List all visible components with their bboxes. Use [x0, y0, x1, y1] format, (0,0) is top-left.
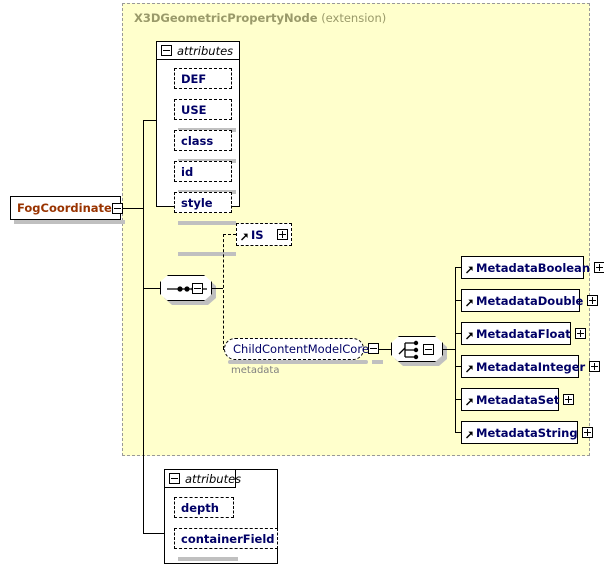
- element-label: IS: [251, 227, 264, 242]
- connector-trunk-to-inherited-attributes: [143, 120, 156, 121]
- choice-glyph-icon: [398, 340, 419, 360]
- attribute-label: style: [181, 195, 213, 210]
- connector-to-metadatafloat: [455, 333, 461, 334]
- minus-icon[interactable]: [161, 45, 172, 56]
- groupref-shadow: [228, 360, 368, 364]
- attribute-depth[interactable]: depth: [174, 497, 234, 518]
- attribute-label: depth: [181, 500, 219, 515]
- element-is[interactable]: IS: [236, 223, 294, 251]
- attribute-shadow: [178, 252, 236, 256]
- plus-icon[interactable]: [563, 394, 575, 405]
- choice-shape[interactable]: [391, 336, 443, 362]
- minus-icon[interactable]: [111, 202, 123, 214]
- expander-shadow: [372, 360, 383, 364]
- attribute-shadow: [178, 221, 236, 225]
- connector-to-metadataboolean: [455, 267, 461, 268]
- plus-icon[interactable]: [574, 328, 586, 339]
- inherited-attributes-box: attributes DEF USE class id style: [156, 41, 240, 256]
- connector-to-metadatainteger: [455, 366, 461, 367]
- element-label: MetadataSet: [476, 392, 560, 407]
- connector-trunk-to-sequence: [143, 288, 160, 289]
- element-metadatainteger[interactable]: MetadataInteger: [461, 355, 601, 383]
- inherited-attributes-header[interactable]: attributes: [156, 41, 240, 60]
- connector-to-metadataset: [455, 399, 461, 400]
- arrow-up-right-icon: [465, 360, 474, 374]
- extension-base-type: X3DGeometricPropertyNode: [134, 11, 318, 25]
- own-attributes-box: attributes depth containerField: [164, 469, 278, 564]
- arrow-up-right-icon: [465, 261, 474, 275]
- plus-icon[interactable]: [587, 295, 599, 306]
- attribute-label: containerField: [181, 531, 275, 546]
- connector-groupref-to-choice: [379, 349, 391, 350]
- connector-sequence-branch-vertical: [223, 234, 224, 349]
- expander-shadow: [176, 301, 187, 305]
- element-label: MetadataString: [476, 425, 578, 440]
- extension-region-title: X3DGeometricPropertyNode (extension): [134, 11, 386, 25]
- sequence-shape[interactable]: [160, 275, 212, 301]
- element-label: MetadataFloat: [476, 326, 571, 341]
- connector-root-to-trunk: [121, 208, 143, 209]
- group-reference-childcontentmodelcore[interactable]: ChildContentModelCore: [224, 338, 369, 360]
- element-label: MetadataDouble: [476, 293, 584, 308]
- attribute-use[interactable]: USE: [174, 99, 232, 120]
- arrow-up-right-icon: [240, 228, 249, 242]
- element-metadataset[interactable]: MetadataSet: [461, 388, 575, 416]
- root-element-label: FogCoordinate: [17, 201, 112, 215]
- attribute-label: USE: [181, 102, 207, 117]
- connector-choice-out: [442, 349, 455, 350]
- expander-shadow: [407, 362, 418, 366]
- plus-icon[interactable]: [581, 427, 593, 438]
- element-metadataboolean[interactable]: MetadataBoolean: [461, 256, 604, 284]
- connector-to-metadatadouble: [455, 300, 461, 301]
- minus-icon[interactable]: [423, 344, 434, 355]
- element-metadatastring[interactable]: MetadataString: [461, 421, 593, 449]
- extension-kind-label: (extension): [321, 11, 387, 25]
- plus-icon[interactable]: [594, 262, 604, 273]
- attribute-class[interactable]: class: [174, 130, 232, 151]
- element-metadatadouble[interactable]: MetadataDouble: [461, 289, 599, 317]
- group-reference-sublabel: metadata: [231, 365, 280, 376]
- connector-sequence-out: [211, 288, 223, 289]
- attribute-label: class: [181, 133, 214, 148]
- root-element-fogcoordinate[interactable]: FogCoordinate: [10, 196, 123, 220]
- plus-icon[interactable]: [589, 361, 601, 372]
- arrow-up-right-icon: [465, 426, 474, 440]
- connector-branch-to-is: [223, 234, 236, 235]
- plus-icon[interactable]: [277, 229, 288, 240]
- inherited-attributes-header-label: attributes: [177, 43, 234, 58]
- group-reference-label: ChildContentModelCore: [233, 342, 369, 356]
- minus-icon[interactable]: [368, 343, 379, 354]
- attribute-id[interactable]: id: [174, 161, 232, 182]
- minus-icon[interactable]: [169, 473, 180, 484]
- element-metadatafloat[interactable]: MetadataFloat: [461, 322, 586, 350]
- sequence-glyph-icon: [167, 286, 207, 292]
- own-attributes-header[interactable]: attributes: [164, 469, 241, 488]
- arrow-up-right-icon: [465, 393, 474, 407]
- element-label: MetadataBoolean: [476, 260, 591, 275]
- minus-icon[interactable]: [192, 283, 203, 294]
- element-label: MetadataInteger: [476, 359, 586, 374]
- connector-metadata-fan-vertical: [455, 267, 456, 433]
- own-attributes-header-label: attributes: [185, 471, 242, 486]
- attribute-containerfield[interactable]: containerField: [174, 528, 278, 549]
- attribute-label: DEF: [181, 71, 207, 86]
- root-element-shadow: [14, 220, 125, 224]
- connector-trunk-to-own-attributes: [143, 533, 164, 534]
- attribute-def[interactable]: DEF: [174, 68, 232, 89]
- arrow-up-right-icon: [465, 327, 474, 341]
- attribute-label: id: [181, 164, 194, 179]
- attribute-shadow: [178, 557, 238, 561]
- connector-trunk-vertical: [143, 120, 144, 534]
- attribute-style[interactable]: style: [174, 192, 232, 213]
- arrow-up-right-icon: [465, 294, 474, 308]
- connector-to-metadatastring: [455, 432, 461, 433]
